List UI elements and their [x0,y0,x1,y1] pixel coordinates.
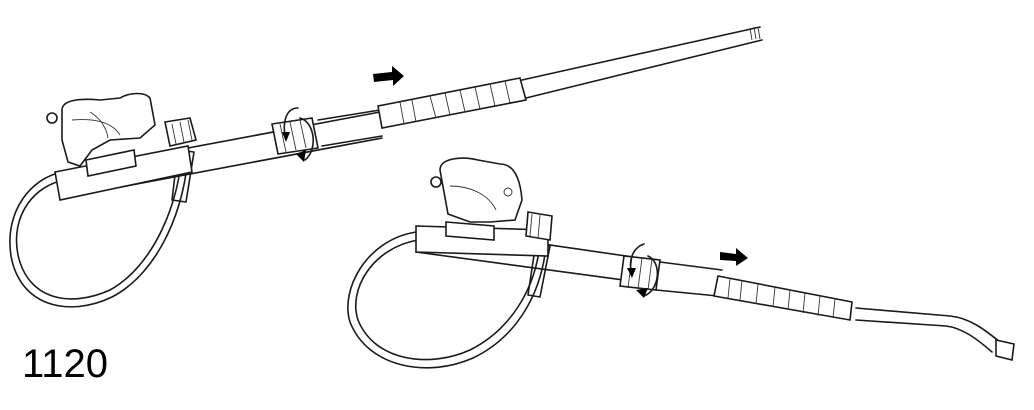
direction-arrow-icon [373,66,404,86]
spray-gun-body-lower [439,157,523,223]
model-number: 1120 [22,342,109,386]
direction-arrow-icon-lower [720,248,748,266]
gun-grip-block [54,145,193,201]
straight-lance-assembly [9,26,763,308]
hose-loop [15,149,183,300]
bent-lance-assembly [347,157,1015,369]
straight-lance-tube [521,26,761,81]
spray-gun-body [61,92,156,167]
bent-lance-tube [855,307,1001,343]
hose-loop-lower [354,239,541,361]
